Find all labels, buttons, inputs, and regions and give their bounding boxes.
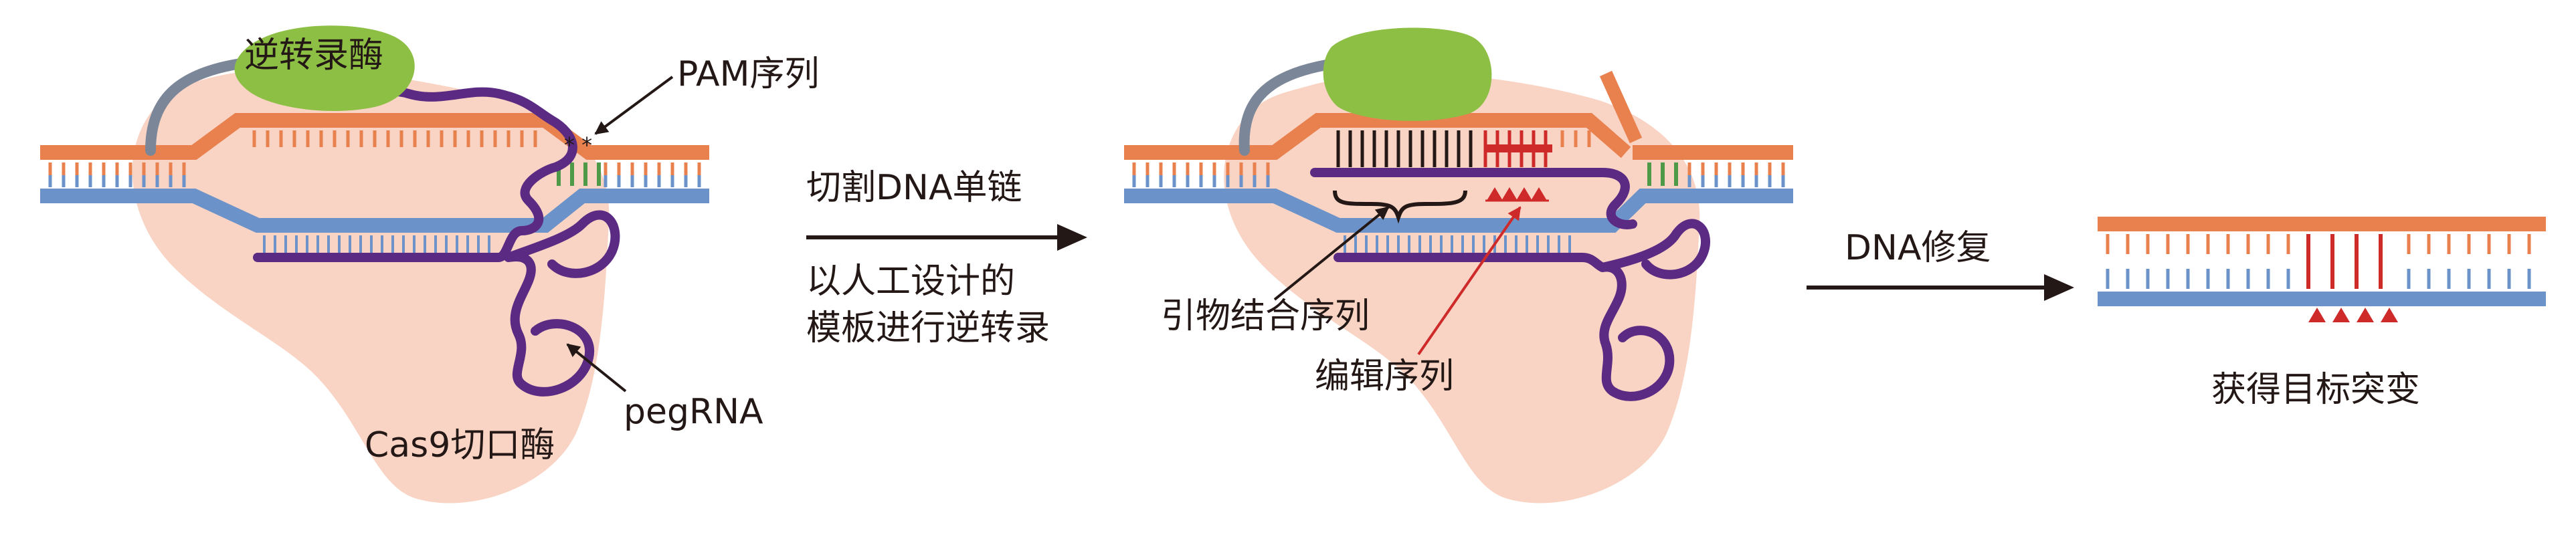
- rt-enzyme-shape: [234, 25, 415, 111]
- top-strand: [40, 113, 709, 175]
- cas9-nickase-shape-2: [1224, 74, 1700, 504]
- pam-region: [557, 162, 601, 186]
- pegrna-arrow: [566, 343, 627, 393]
- step2-text: DNA修复: [1845, 228, 1991, 268]
- pegrna-label: pegRNA: [624, 392, 763, 432]
- pam-marks: * *: [564, 132, 592, 158]
- bottom-strand-2: [1124, 175, 1793, 233]
- pegrna-strand-2: [1310, 168, 1710, 401]
- rt-linker: [145, 58, 246, 156]
- top-strand-2: [1124, 70, 1793, 175]
- pam-label: PAM序列: [677, 54, 819, 94]
- rt-enzyme-label: 逆转录酶: [244, 35, 383, 76]
- step1-top-text: 切割DNA单链: [806, 168, 1022, 208]
- step1-line2: 模板进行逆转录: [806, 308, 1050, 348]
- new-dna-ticks: [1336, 130, 1552, 202]
- rt-linker-2: [1238, 58, 1340, 156]
- pbs-label: 引物结合序列: [1161, 296, 1370, 336]
- edit-triangles-3: [2308, 308, 2398, 322]
- panel-2-complex: 引物结合序列 编辑序列: [1124, 27, 1793, 504]
- pbs-arrow: [1273, 206, 1390, 301]
- edit-triangles-2: [1487, 187, 1547, 201]
- cas9-label: Cas9切口酶: [365, 425, 555, 465]
- step-arrow-2: DNA修复: [1807, 228, 2074, 301]
- pbs-brace: [1333, 190, 1467, 224]
- rt-enzyme-shape-2: [1323, 27, 1492, 121]
- cas9-nickase-shape: [132, 69, 610, 504]
- step-arrow-1: 切割DNA单链 以人工设计的 模板进行逆转录: [806, 168, 1087, 348]
- panel-1-complex: 逆转录酶 PAM序列 * * pegRNA Cas9切口酶: [40, 25, 819, 504]
- step1-line1: 以人工设计的: [806, 261, 1015, 302]
- result-label: 获得目标突变: [2211, 370, 2420, 410]
- panel-3-result: 获得目标突变: [2098, 217, 2546, 410]
- pam-region-2: [1647, 162, 1678, 186]
- bottom-strand: [40, 175, 709, 233]
- edit-label: 编辑序列: [1315, 356, 1454, 397]
- pam-arrow: [594, 76, 674, 135]
- edit-arrow: [1417, 206, 1522, 356]
